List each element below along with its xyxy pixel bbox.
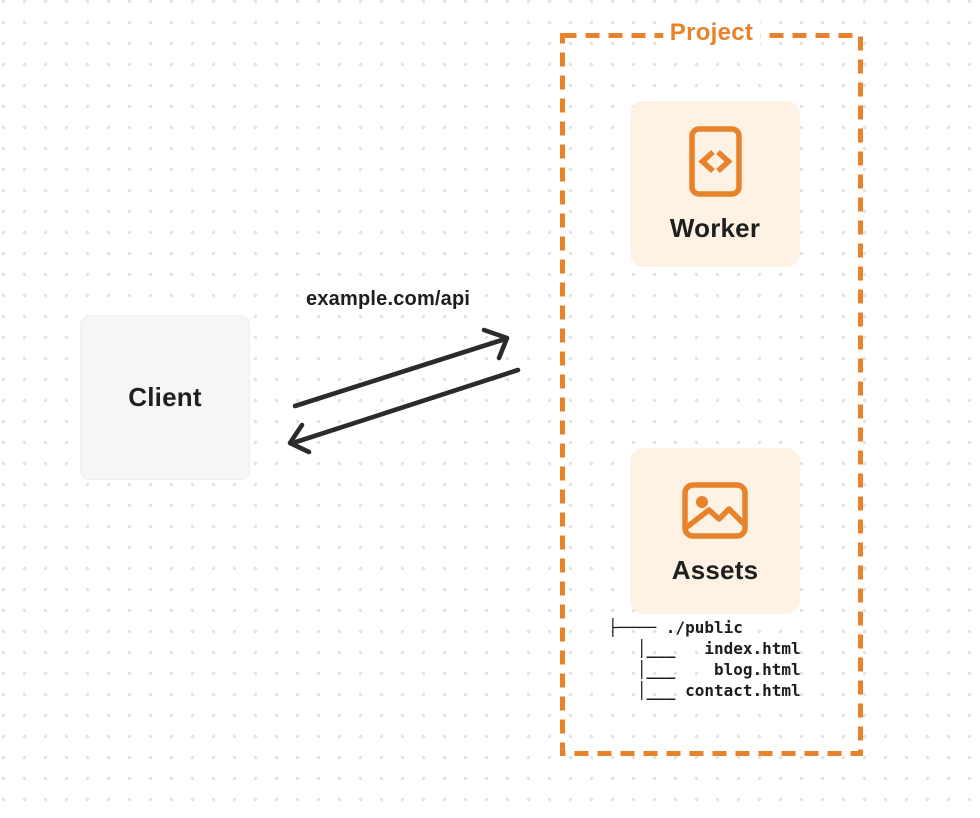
assets-label: Assets (671, 555, 759, 585)
worker-label: Worker (669, 213, 761, 243)
tree-line-contact-html: │___ contact.html (608, 681, 801, 700)
project-title: Project (662, 19, 761, 46)
request-arrow-line (292, 337, 505, 409)
assets-file-tree: ├──── ./public │___ index.html │___ blog… (608, 617, 801, 701)
project-group: Project Worker Assets ├──── ./public │__… (560, 19, 863, 756)
tree-line-blog-html: │___ blog.html (608, 660, 801, 679)
request-url-label: example.com/api (306, 288, 471, 310)
client-node: Client (80, 315, 250, 480)
response-arrow-head (287, 422, 312, 455)
worker-node: Worker (630, 101, 800, 267)
image-icon (682, 482, 748, 539)
client-label: Client (128, 382, 202, 412)
tree-line-index-html: │___ index.html (608, 639, 801, 658)
tree-line-public-dir: ├──── ./public (608, 618, 743, 637)
assets-node: Assets (630, 448, 800, 614)
code-file-icon (688, 126, 742, 197)
request-arrow-head (481, 327, 510, 361)
response-arrow-line (293, 367, 521, 445)
